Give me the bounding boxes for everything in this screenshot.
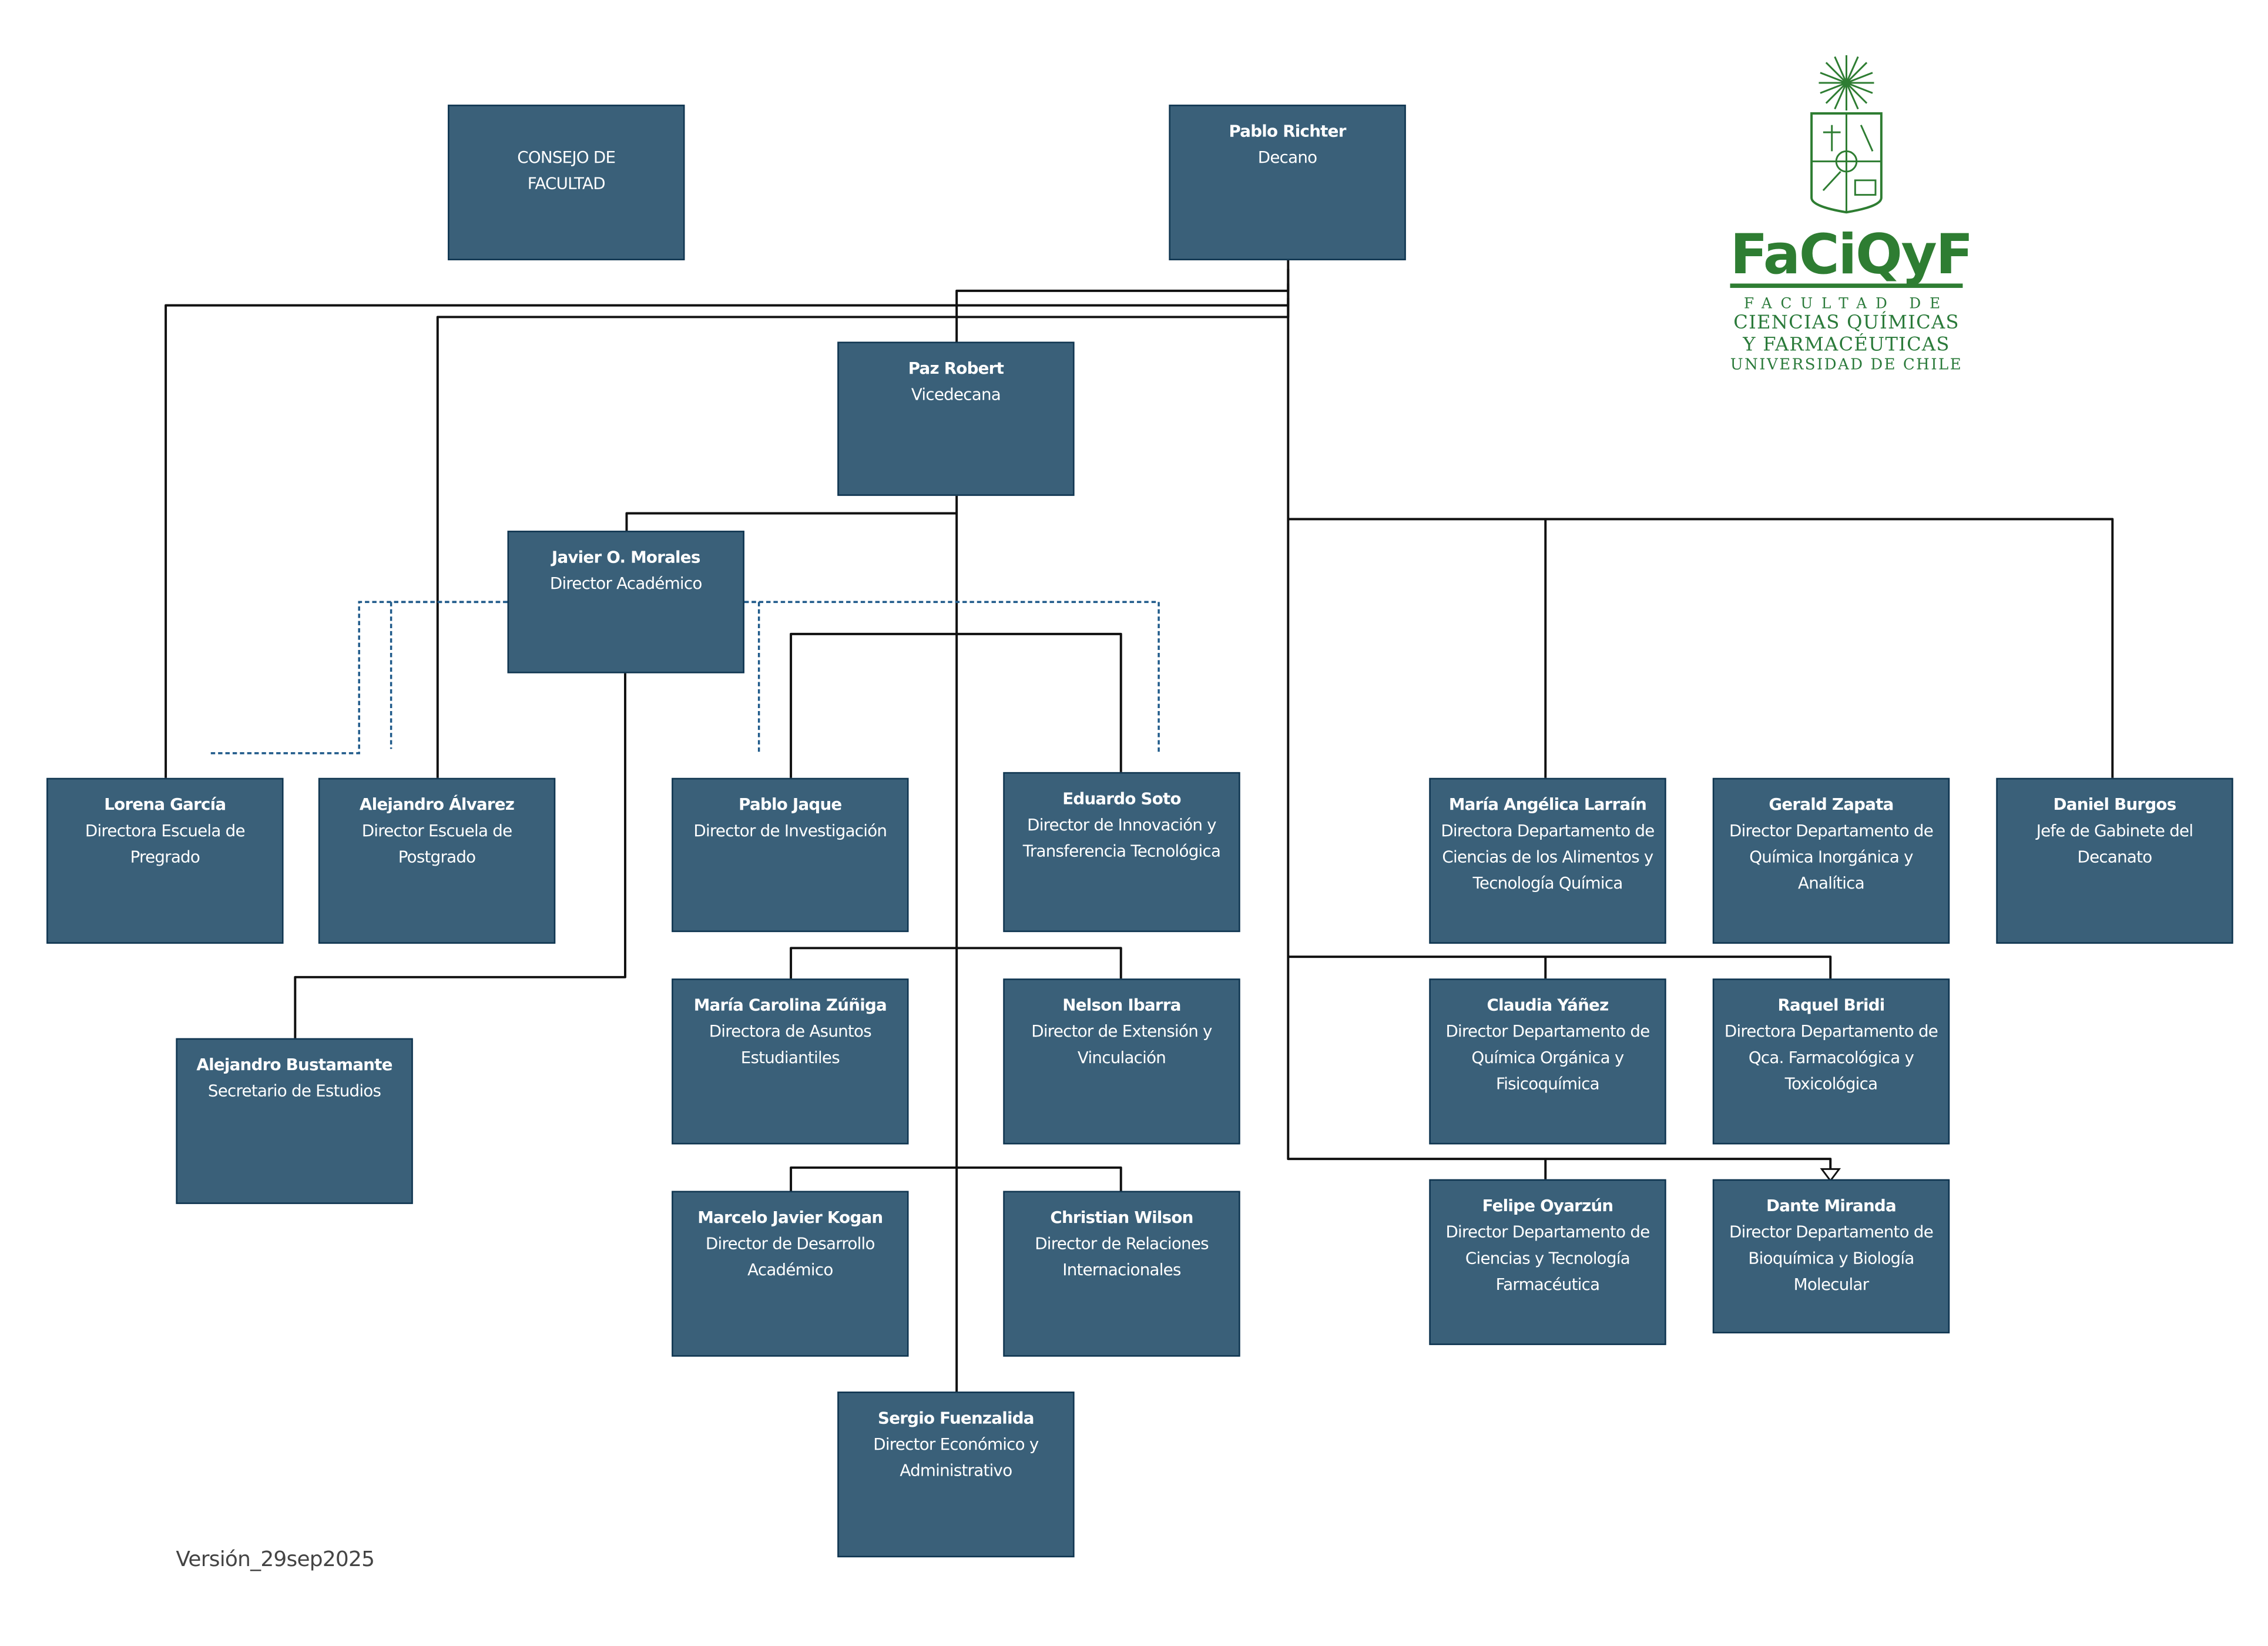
- node-role: Director Académico: [549, 574, 702, 594]
- connector-academico: [625, 512, 957, 531]
- node-role: Director de Extensión y Vinculación: [1031, 1022, 1212, 1068]
- version-label: Versión_29sep2025: [176, 1548, 375, 1572]
- university-crest-icon: [1810, 55, 1883, 214]
- connector-inv-innov: [790, 632, 1122, 778]
- node-name: Nelson Ibarra: [1062, 995, 1181, 1015]
- node-name: Javier O. Morales: [551, 548, 700, 568]
- node-role: Director Departamento de Bioquímica y Bi…: [1729, 1222, 1934, 1295]
- node-name: Gerald Zapata: [1769, 795, 1894, 814]
- dashed-connector-investigacion: [744, 601, 760, 752]
- node-role: Director Económico y Administrativo: [873, 1435, 1039, 1480]
- node-role: Director Departamento de Ciencias y Tecn…: [1445, 1222, 1650, 1295]
- node-name: Christian Wilson: [1050, 1208, 1193, 1228]
- node-role: Decano: [1257, 148, 1317, 167]
- node-name: María Angélica Larraín: [1448, 795, 1647, 814]
- node-name: Marcelo Javier Kogan: [697, 1208, 883, 1228]
- connector-depts-row1: [1288, 518, 2114, 778]
- node-consejo[interactable]: CONSEJO DE FACULTAD: [448, 105, 685, 260]
- logo-line-1: FACULTAD DE: [1743, 296, 1950, 313]
- node-name: Daniel Burgos: [2053, 795, 2177, 814]
- node-role: Directora de Asuntos Estudiantiles: [709, 1022, 872, 1068]
- dashed-connector-postgrado: [390, 601, 508, 749]
- node-role: Director Escuela de Postgrado: [361, 822, 512, 867]
- connector-row3: [790, 1166, 1122, 1191]
- dashed-connector-innovacion: [744, 601, 1160, 752]
- connector-postgrado: [436, 298, 1290, 778]
- node-name: María Carolina Zúñiga: [693, 995, 887, 1015]
- node-name: Paz Robert: [908, 359, 1004, 378]
- node-name: Alejandro Álvarez: [359, 795, 515, 814]
- node-role: Secretario de Estudios: [207, 1081, 381, 1101]
- node-role: Vicedecana: [911, 385, 1001, 404]
- node-name: Dante Miranda: [1766, 1196, 1897, 1216]
- node-role: Directora Departamento de Ciencias de lo…: [1441, 822, 1655, 893]
- node-role: Director de Investigación: [693, 822, 887, 841]
- connector-decano-trunk: [1287, 260, 1832, 1172]
- connector-row2: [790, 947, 1122, 979]
- node-role: Directora Escuela de Pregrado: [85, 822, 246, 867]
- star-rays: [1819, 55, 1874, 111]
- node-name: Felipe Oyarzún: [1482, 1196, 1614, 1216]
- node-role: Director de Desarrollo Académico: [705, 1234, 875, 1280]
- node-role: Director de Relaciones Internacionales: [1035, 1234, 1209, 1280]
- node-name: Eduardo Soto: [1062, 789, 1181, 809]
- node-name: Alejandro Bustamante: [196, 1055, 392, 1075]
- faculty-logo: FaCiQyF FACULTAD DE CIENCIAS QUÍMICAS Y …: [1730, 52, 1974, 374]
- dashed-connector-pregrado: [210, 601, 508, 755]
- logo-line-3: Y FARMACÉUTICAS: [1743, 334, 1950, 357]
- node-name: Sergio Fuenzalida: [878, 1409, 1034, 1428]
- connector-secretario: [294, 673, 626, 1038]
- node-name: Pablo Jaque: [739, 795, 842, 814]
- node-name: Claudia Yáñez: [1487, 995, 1609, 1015]
- arrowhead-icon: [1820, 1168, 1841, 1182]
- node-role: Directora Departamento de Qca. Farmacoló…: [1724, 1022, 1938, 1094]
- logo-wordmark: FaCiQyF: [1730, 226, 1974, 288]
- node-name: Pablo Richter: [1229, 122, 1346, 142]
- node-role: Director Departamento de Química Inorgán…: [1729, 822, 1934, 893]
- node-name: Raquel Bridi: [1777, 995, 1885, 1015]
- connector-depts-row2: [1288, 956, 1832, 979]
- connector-pregrado: [165, 283, 1290, 778]
- node-name: CONSEJO DE FACULTAD: [517, 148, 616, 194]
- node-role: Director de Innovación y Transferencia T…: [1022, 816, 1221, 861]
- logo-line-4: UNIVERSIDAD DE CHILE: [1730, 356, 1963, 374]
- node-name: Lorena García: [104, 795, 226, 814]
- node-role: Jefe de Gabinete del Decanato: [2036, 822, 2193, 867]
- node-role: Director Departamento de Química Orgánic…: [1445, 1022, 1650, 1094]
- logo-line-2: CIENCIAS QUÍMICAS: [1733, 312, 1960, 335]
